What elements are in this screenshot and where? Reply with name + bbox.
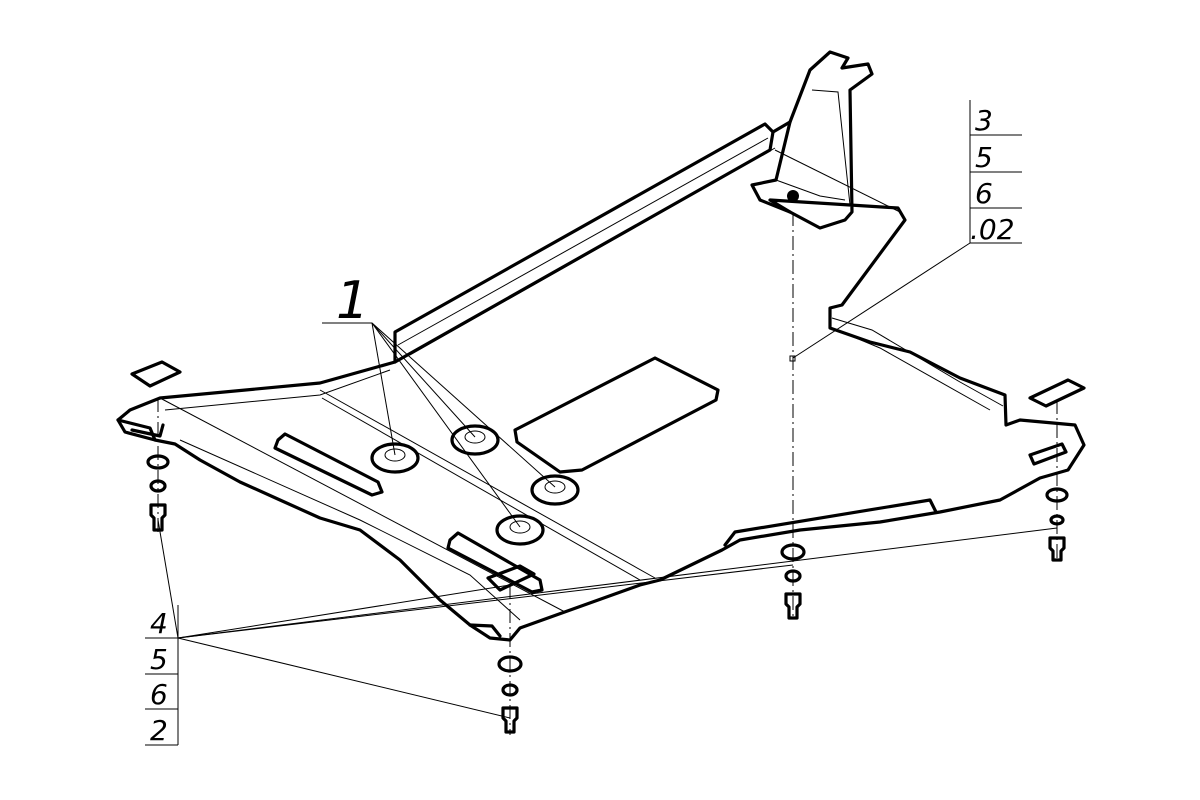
square-plates: [130, 190, 1086, 592]
grommets: [370, 424, 580, 546]
fastener-stack-right: [1045, 487, 1069, 562]
callout-right-1: 5: [975, 141, 993, 174]
leader-lines: [157, 242, 1058, 719]
plate-right: [1028, 378, 1086, 408]
callout-stack-right: 3 5 6 .02: [969, 100, 1022, 246]
grommet-2: [450, 424, 500, 456]
callout-left-0: 4: [150, 607, 168, 640]
assembly-axes: [157, 212, 1058, 735]
grommet-3: [530, 474, 580, 506]
part-number-label: 1: [336, 271, 369, 331]
callout-left-1: 5: [150, 643, 168, 676]
callout-right-2: 6: [975, 177, 993, 210]
fastener-stack-left: [146, 454, 170, 532]
callout-right-3: .02: [970, 213, 1015, 246]
plate-left: [130, 360, 182, 388]
callout-left-3: 2: [150, 714, 168, 747]
grommet-1: [370, 442, 420, 474]
grommet-4: [495, 514, 545, 546]
plate-front: [486, 564, 536, 592]
callout-stack-left: 4 5 6 2: [145, 605, 179, 747]
fastener-stack-middle: [780, 543, 806, 620]
callout-left-2: 6: [150, 678, 168, 711]
fastener-stack-front: [497, 655, 523, 734]
callout-right-0: 3: [975, 104, 993, 137]
skid-plate: [116, 50, 1086, 642]
callout-part-1: 1: [336, 271, 369, 331]
